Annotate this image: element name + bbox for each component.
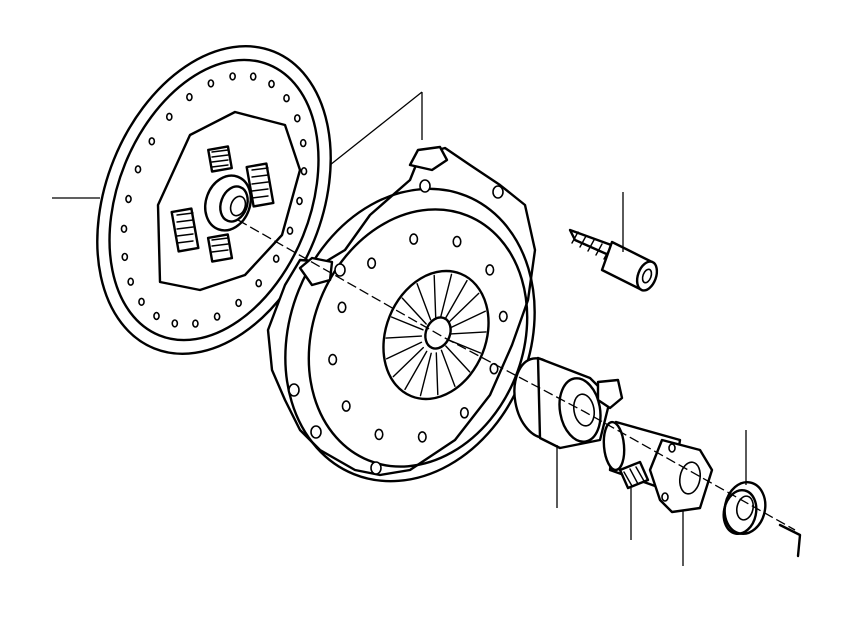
spring-finger bbox=[449, 331, 487, 335]
rivet-hole bbox=[235, 298, 242, 308]
rivet-hole bbox=[489, 362, 499, 375]
rivet-hole bbox=[409, 233, 419, 245]
rivet-hole bbox=[485, 264, 495, 276]
spring-finger bbox=[448, 339, 482, 354]
rivet-hole bbox=[293, 114, 301, 123]
rivet-hole bbox=[286, 226, 294, 235]
friction-lining-holes bbox=[120, 72, 308, 328]
clutch-disc bbox=[96, 45, 332, 355]
rivet-hole bbox=[300, 167, 308, 176]
axis-line-end bbox=[778, 523, 802, 558]
rivet-hole bbox=[283, 93, 290, 103]
rivet-hole bbox=[153, 311, 160, 321]
rivet-hole bbox=[171, 319, 179, 328]
rivet-hole bbox=[268, 79, 275, 89]
damper-spring bbox=[245, 162, 275, 208]
rivet-hole bbox=[328, 353, 338, 366]
spring-finger bbox=[390, 316, 424, 331]
rivet-hole bbox=[207, 79, 215, 88]
spring-finger bbox=[440, 273, 453, 318]
rivet-hole bbox=[367, 257, 377, 270]
rivet-hole bbox=[337, 301, 347, 314]
rivet-hole bbox=[186, 92, 193, 102]
rivet-hole bbox=[125, 194, 132, 204]
pressure-plate-holes bbox=[328, 233, 508, 443]
rivet-hole bbox=[249, 72, 257, 81]
damper-spring bbox=[206, 233, 234, 263]
rivet-hole bbox=[121, 252, 129, 262]
release-bearing bbox=[513, 356, 624, 450]
diaphragm-spring-fingers bbox=[385, 273, 487, 397]
spring-finger bbox=[392, 346, 424, 378]
damper-spring bbox=[207, 145, 233, 173]
spring-finger bbox=[445, 345, 471, 373]
spring-finger bbox=[440, 349, 456, 387]
rivet-hole bbox=[417, 431, 427, 443]
rivet-hole bbox=[120, 224, 128, 234]
rivet-hole bbox=[459, 406, 469, 419]
rivet-hole bbox=[299, 138, 307, 148]
rivet-hole bbox=[255, 279, 263, 288]
assembly-axis-line bbox=[237, 219, 796, 531]
spring-finger bbox=[404, 350, 428, 391]
spring-finger bbox=[449, 310, 486, 329]
spring-finger bbox=[448, 292, 480, 324]
spring-finger bbox=[433, 274, 437, 318]
spring-finger bbox=[435, 352, 439, 396]
bolt bbox=[568, 228, 659, 292]
spring-finger bbox=[401, 297, 427, 325]
rivet-hole bbox=[498, 310, 508, 323]
rivet-hole bbox=[148, 137, 156, 146]
seal-ring bbox=[722, 481, 767, 535]
rivet-hole bbox=[374, 428, 384, 441]
spring-finger bbox=[386, 341, 423, 360]
spring-finger bbox=[419, 352, 432, 397]
spring-finger bbox=[416, 283, 432, 321]
rivet-hole bbox=[213, 312, 221, 321]
rivet-hole bbox=[229, 72, 236, 81]
rivet-hole bbox=[192, 319, 199, 328]
rivet-hole bbox=[165, 112, 173, 122]
spring-finger bbox=[444, 279, 468, 320]
rivet-hole bbox=[134, 165, 142, 174]
damper-spring bbox=[170, 207, 200, 253]
leader-lines bbox=[52, 91, 747, 566]
rivet-hole bbox=[138, 297, 145, 306]
pressure-plate bbox=[266, 145, 537, 483]
guide-sleeve bbox=[602, 420, 714, 514]
screw bbox=[618, 460, 650, 490]
rivet-hole bbox=[272, 254, 280, 263]
rivet-hole bbox=[127, 277, 135, 286]
spring-finger bbox=[385, 335, 423, 339]
rivet-hole bbox=[452, 235, 462, 248]
rivet-hole bbox=[296, 196, 303, 206]
rivet-hole bbox=[341, 400, 351, 412]
